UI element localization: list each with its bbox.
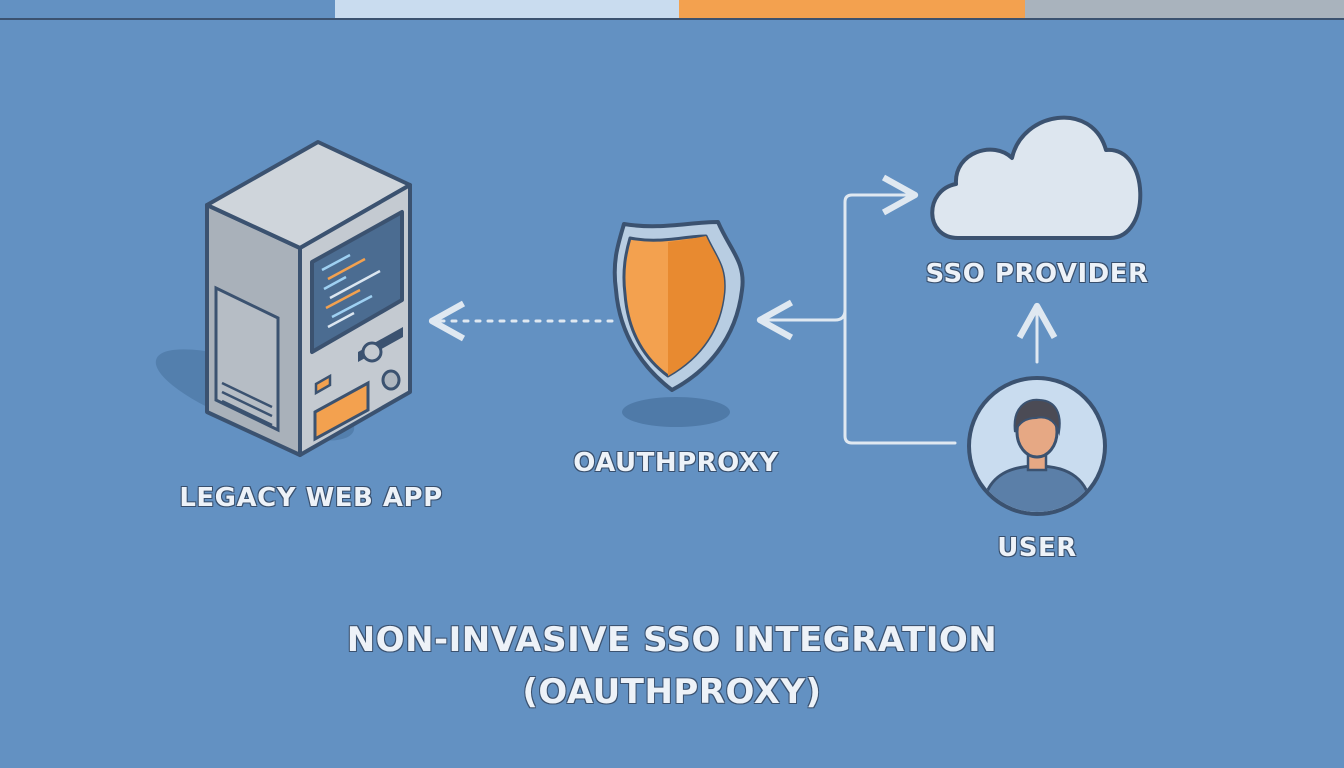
caption-line-2: (OAUTHPROXY) xyxy=(522,672,822,712)
cloud-icon xyxy=(930,115,1143,240)
legacy-web-app-label: LEGACY WEB APP xyxy=(179,483,443,513)
oauthproxy-label: OAUTHPROXY xyxy=(573,448,779,478)
user-label: USER xyxy=(997,533,1077,563)
top-bar-segment-4 xyxy=(1025,0,1344,20)
top-color-bar xyxy=(0,0,1344,20)
top-bar-segment-3 xyxy=(679,0,1025,20)
sso-provider-label: SSO PROVIDER xyxy=(925,259,1149,289)
user-connector-lines xyxy=(756,174,1058,445)
diagram-caption: NON-INVASIVE SSO INTEGRATION (OAUTHPROXY… xyxy=(347,614,998,718)
top-bar-segment-2 xyxy=(335,0,679,20)
code-screen xyxy=(310,210,404,354)
top-bar-segment-1 xyxy=(0,0,335,20)
shield-icon xyxy=(612,220,745,427)
caption-line-1: NON-INVASIVE SSO INTEGRATION xyxy=(346,620,998,660)
user-avatar-icon xyxy=(967,376,1107,516)
server-tower-icon xyxy=(155,140,412,457)
